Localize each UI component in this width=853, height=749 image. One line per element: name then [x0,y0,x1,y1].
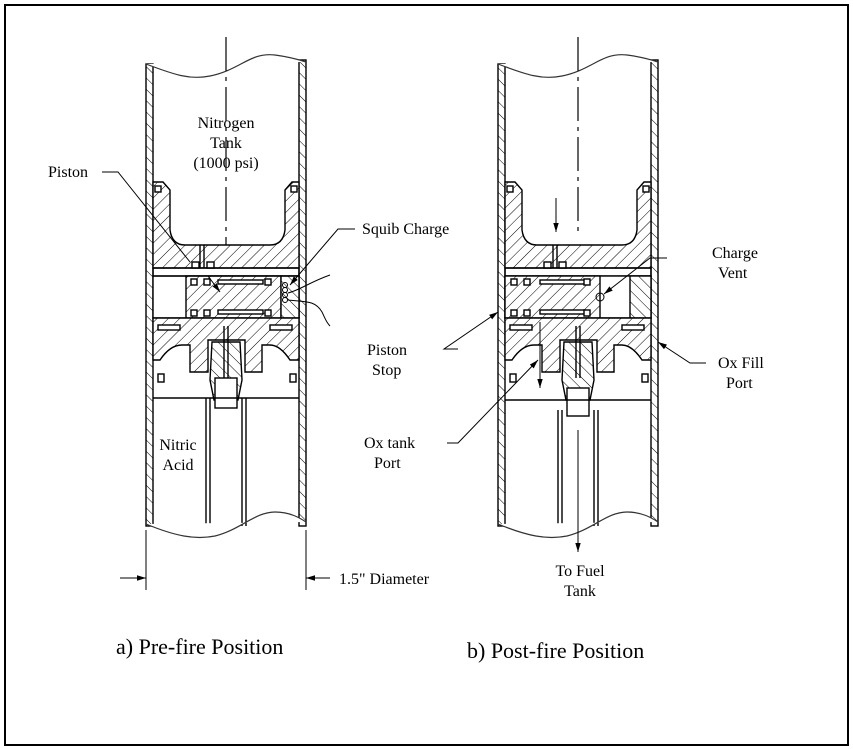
tube-wall-right [650,59,659,527]
label-ox-tank: Ox tank [364,435,415,452]
caption-a: a) Pre-fire Position [116,634,283,659]
label-fill-port: Port [726,375,753,392]
caption-b: b) Post-fire Position [467,638,644,663]
ox-fill-leader [657,341,706,364]
valve-body [504,317,652,373]
label-charge: Charge [712,245,758,262]
poppet [566,387,590,417]
poppet [214,377,238,409]
charge-vent-hole [595,292,605,302]
label-to-fuel: To Fuel [555,563,605,580]
label-piston: Piston [367,342,407,359]
o-ring [154,185,162,193]
piston [504,181,652,269]
label-ox-fill: Ox Fill [718,355,764,372]
tube-wall-left [497,63,506,527]
figure-frame [4,4,849,746]
panel-b-post-fire: Charge Vent Piston Stop Ox Fill Port Ox … [364,37,764,663]
label-nitrogen: Nitrogen [198,115,255,132]
squib-leader [289,228,355,286]
label-squib-charge: Squib Charge [362,221,449,238]
ox-tank-port-leader [447,359,539,444]
label-diameter: 1.5" Diameter [339,571,430,588]
label-tank: Tank [210,135,242,152]
label-piston: Piston [48,164,88,181]
label-acid: Acid [162,457,193,474]
panel-a-pre-fire: Nitrogen Tank (1000 psi) Piston Squib Ch… [48,37,449,659]
squib-wire [287,274,331,294]
squib-charge-beads [282,282,288,303]
valve-body [152,317,300,373]
piston-stop-leader [442,311,499,350]
piston-leader [102,171,191,263]
label-stop: Stop [372,362,401,379]
label-pressure: (1000 psi) [193,155,258,172]
label-fuel-tank: Tank [564,583,596,600]
squib-wire [287,299,331,327]
charge-vent-leader [603,257,667,295]
tube-wall-left [145,63,154,527]
o-ring [290,185,298,193]
label-vent: Vent [718,265,748,282]
bottom-break-line [145,511,307,539]
label-ox-tank-port: Port [374,455,401,472]
tube-wall-right [298,59,307,527]
label-nitric: Nitric [159,437,196,454]
piston [152,181,300,269]
